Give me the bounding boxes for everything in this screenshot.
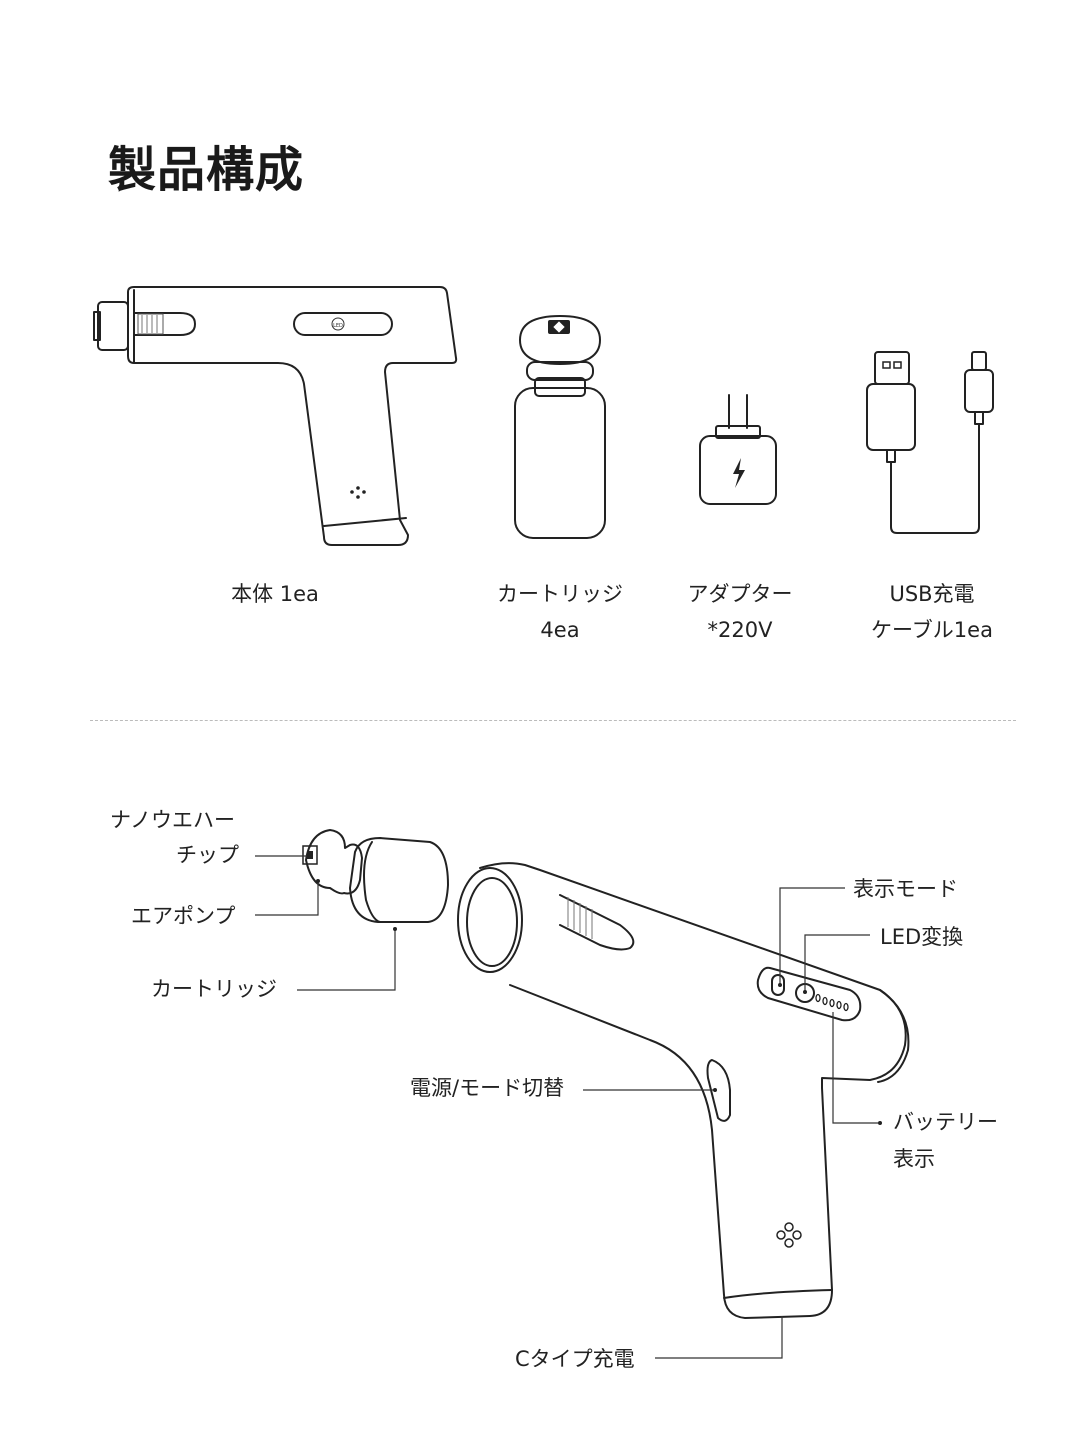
content-caption-adapter: アダプター xyxy=(687,582,793,606)
content-caption-adapter-voltage: *220V xyxy=(707,618,773,642)
label-air-pump: エアポンプ xyxy=(131,904,236,928)
label-led-switch: LED変換 xyxy=(880,925,964,949)
usb-cable-illustration xyxy=(866,351,994,534)
device-exploded-illustration xyxy=(302,829,910,1319)
section-divider xyxy=(90,720,1016,721)
label-nano-wafer: ナノウエハー xyxy=(110,808,235,832)
label-c-type-charging: Cタイプ充電 xyxy=(515,1347,635,1371)
led-logo: LED xyxy=(333,323,343,329)
label-power-mode: 電源/モード切替 xyxy=(410,1076,565,1100)
label-nano-wafer-chip: チップ xyxy=(176,843,239,867)
adapter-illustration xyxy=(699,394,777,505)
label-battery: バッテリー xyxy=(893,1110,998,1134)
content-caption-usb: USB充電 xyxy=(889,582,975,606)
content-caption-cartridge: カートリッジ xyxy=(497,582,623,606)
device-body-illustration: LED xyxy=(93,286,458,546)
label-battery-display: 表示 xyxy=(893,1147,935,1171)
leader-lines xyxy=(255,854,882,1359)
page-title: 製品構成 xyxy=(108,142,305,198)
content-caption-cartridge-qty: 4ea xyxy=(540,618,580,642)
cartridge-illustration xyxy=(514,315,606,539)
label-display-mode: 表示モード xyxy=(853,877,958,901)
content-caption-body: 本体 1ea xyxy=(231,582,319,606)
label-cartridge: カートリッジ xyxy=(151,977,277,1001)
content-caption-usb-cable: ケーブル1ea xyxy=(871,618,993,642)
